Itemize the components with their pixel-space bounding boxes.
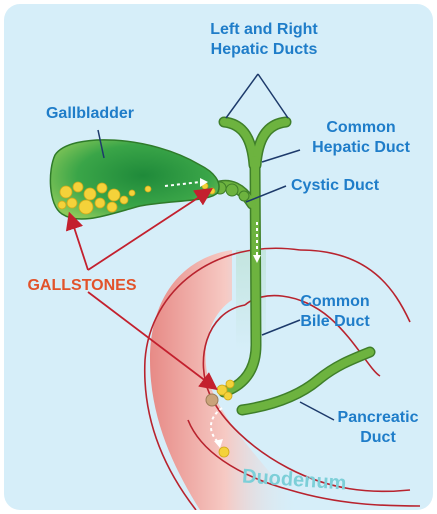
common-hepatic-duct-label: Common Hepatic Duct xyxy=(300,118,422,158)
pancreatic-line-2: Duct xyxy=(326,428,430,448)
common-bile-line-1: Common xyxy=(290,292,380,312)
ampulla xyxy=(206,394,218,406)
hepatic-ducts-line-2: Hepatic Ducts xyxy=(174,40,354,60)
cystic-duct-label: Cystic Duct xyxy=(291,176,379,196)
common-hepatic-line-2: Hepatic Duct xyxy=(300,138,422,158)
common-bile-line-2: Bile Duct xyxy=(290,312,380,332)
common-bile-duct-label: Common Bile Duct xyxy=(290,292,380,332)
pointer-lines xyxy=(98,74,334,420)
common-hepatic-line-1: Common xyxy=(300,118,422,138)
gallbladder-label: Gallbladder xyxy=(30,104,150,124)
diagram-panel: Left and Right Hepatic Ducts Gallbladder… xyxy=(4,4,433,510)
hepatic-ducts-label: Left and Right Hepatic Ducts xyxy=(174,20,354,60)
gallstones-label: GALLSTONES xyxy=(22,276,142,296)
pancreatic-line-1: Pancreatic xyxy=(326,408,430,428)
hepatic-ducts-line-1: Left and Right xyxy=(174,20,354,40)
pancreatic-duct-label: Pancreatic Duct xyxy=(326,408,430,448)
gallbladder xyxy=(50,140,219,219)
